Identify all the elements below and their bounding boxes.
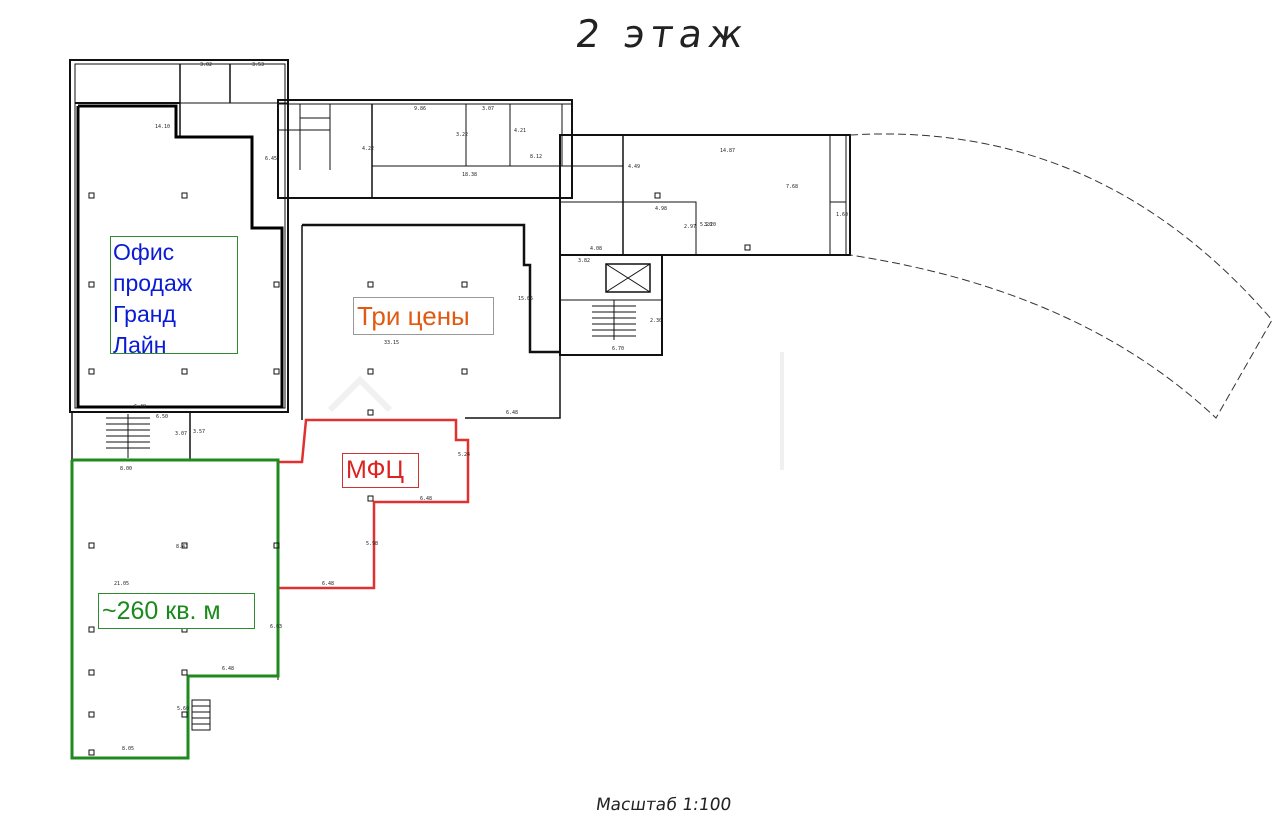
- dim-label: 4.49: [628, 164, 640, 170]
- dim-label: 8.05: [122, 746, 134, 752]
- exit-stair: [191, 699, 211, 731]
- dim-label: 5.24: [458, 452, 470, 458]
- tri-ceny-label: Три цены: [353, 297, 494, 335]
- dim-label: 3.22: [456, 132, 468, 138]
- dim-label: 6.48: [134, 404, 146, 410]
- dim-label: 4.22: [362, 146, 374, 152]
- dim-label: 2.30: [650, 318, 662, 324]
- watermark: [327, 352, 784, 470]
- dim-label: 6.48: [322, 581, 334, 587]
- dim-label: 4.98: [655, 206, 667, 212]
- dim-label: 9.86: [414, 106, 426, 112]
- lower-stair-walls: [71, 411, 279, 680]
- dim-label: 5.60: [177, 706, 189, 712]
- dim-label: 3.20: [704, 222, 716, 228]
- area-label: ~260 кв. м: [98, 593, 255, 629]
- dim-label: 6.03: [270, 624, 282, 630]
- stair-core-walls: [559, 254, 663, 356]
- dim-label: 2.97: [684, 224, 696, 230]
- tri-ceny-zone-walls: [301, 223, 561, 420]
- office-label-line-4: Лайн: [113, 332, 167, 358]
- dim-label: 4.21: [514, 128, 526, 134]
- dim-label: 3.57: [193, 429, 205, 435]
- dim-label: 3.02: [200, 62, 212, 68]
- dim-label: 6.48: [420, 496, 432, 502]
- dim-label: 8.41: [176, 544, 188, 550]
- top-rooms-walls: [277, 99, 573, 199]
- dim-label: 4.08: [590, 246, 602, 252]
- terrace-dashed-outline: [849, 133, 1273, 419]
- dim-label: 7.68: [786, 184, 798, 190]
- area-zone-outline: [70, 458, 280, 760]
- dim-label: 3.53: [252, 62, 264, 68]
- dim-label: 15.05: [518, 296, 533, 302]
- dim-label: 3.07: [482, 106, 494, 112]
- office-zone-outline: [76, 104, 284, 409]
- mfc-label: МФЦ: [342, 453, 419, 488]
- dim-label: 5.20: [700, 222, 712, 228]
- dim-label: 33.15: [384, 340, 399, 346]
- office-label-line-3: Гранд: [113, 301, 176, 327]
- right-block-walls: [559, 134, 851, 256]
- dim-label: 14.87: [720, 148, 735, 154]
- dim-label: 6.48: [506, 410, 518, 416]
- dimension-labels: 14.10 6.45 33.15 15.05 6.48 5.24 6.48 5.…: [114, 62, 848, 752]
- office-zone-label: Офис продаж Гранд Лайн: [110, 236, 238, 358]
- dim-label: 14.10: [155, 124, 170, 130]
- dim-label: 18.38: [462, 172, 477, 178]
- dim-label: 1.60: [836, 212, 848, 218]
- dim-label: 21.05: [114, 581, 129, 587]
- dim-label: 3.82: [578, 258, 590, 264]
- dim-label: 5.98: [366, 541, 378, 547]
- dim-label: 8.00: [120, 466, 132, 472]
- mfc-zone-outline: [278, 418, 470, 590]
- office-label-line-1: Офис: [113, 239, 175, 265]
- dim-label: 8.12: [530, 154, 542, 160]
- dim-label: 6.48: [222, 666, 234, 672]
- dim-label: 6.70: [612, 346, 624, 352]
- scale-label: Масштаб 1:100: [594, 795, 733, 815]
- dim-label: 3.07: [175, 431, 187, 437]
- dim-label: 6.50: [156, 414, 168, 420]
- office-label-line-2: продаж: [113, 270, 193, 296]
- dim-label: 6.45: [265, 156, 277, 162]
